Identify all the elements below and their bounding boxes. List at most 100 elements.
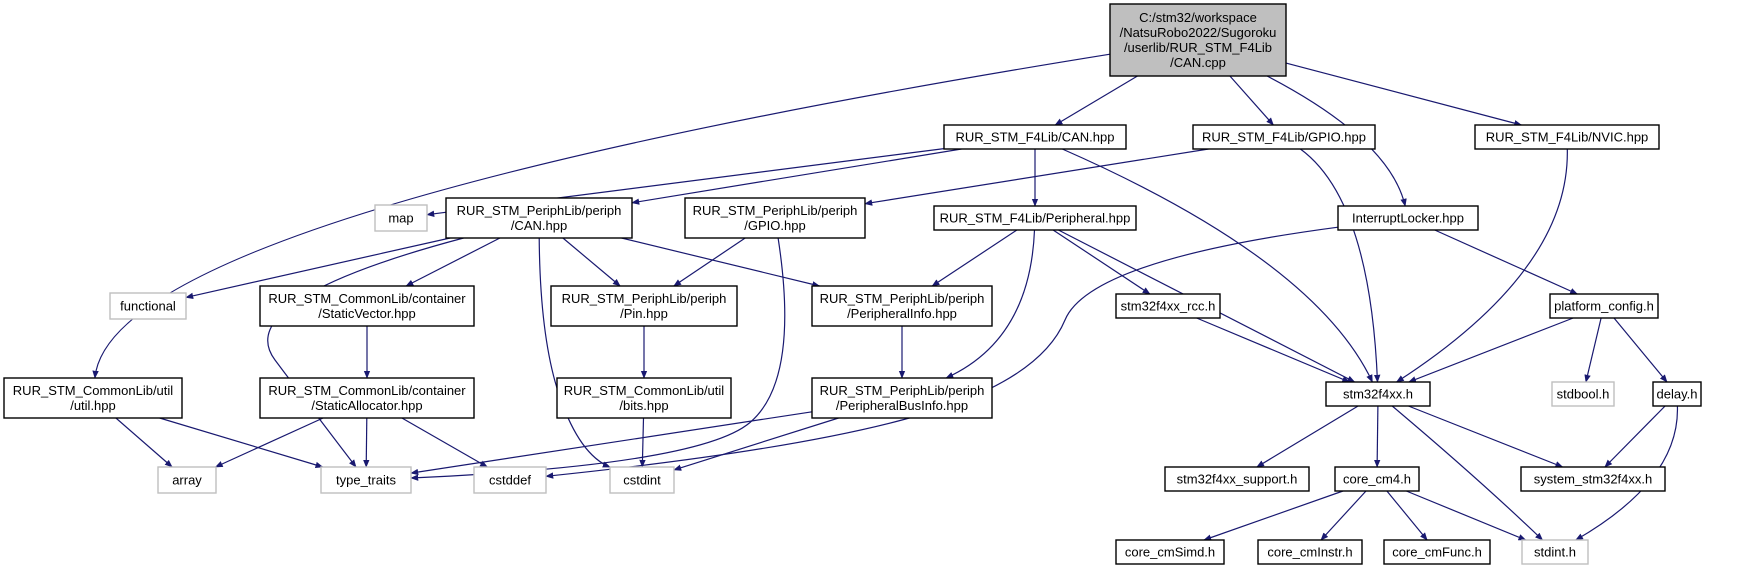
node-label: RUR_STM_F4Lib/Peripheral.hpp [940, 211, 1131, 226]
node-label: stdint.h [1534, 545, 1576, 560]
node-platform-config-h[interactable]: platform_config.h [1549, 293, 1659, 319]
edge-line [945, 229, 1036, 379]
node-system-stm32f4xx-h[interactable]: system_stm32f4xx.h [1520, 466, 1666, 492]
edge-stm32f4xx_h-to-system_stm32f4xx_h [1408, 405, 1564, 468]
node-pin-hpp[interactable]: RUR_STM_PeriphLib/periph/Pin.hpp [550, 285, 738, 327]
edge-line [1391, 405, 1544, 541]
node-stm32f4xx-rcc-h[interactable]: stm32f4xx_rcc.h [1115, 293, 1221, 319]
edge-staticallocator_hpp-to-type_traits [363, 417, 370, 468]
node-cstddef: cstddef [473, 466, 547, 494]
edge-f4_nvic_hpp-to-stm32f4xx_h [1395, 148, 1568, 383]
node-array: array [157, 466, 217, 494]
node-f4-can-hpp[interactable]: RUR_STM_F4Lib/CAN.hpp [943, 124, 1127, 150]
node-box [1334, 466, 1420, 492]
node-map: map [374, 204, 428, 232]
node-box [1192, 124, 1376, 150]
node-box [811, 377, 993, 419]
node-delay-h[interactable]: delay.h [1652, 381, 1702, 407]
node-label: RUR_STM_CommonLib/util [13, 383, 173, 398]
node-label: /StaticVector.hpp [318, 306, 416, 321]
edge-line [405, 237, 501, 287]
edge-line [1062, 148, 1373, 383]
node-can-cpp[interactable]: C:/stm32/workspace/NatsuRobo2022/Sugorok… [1109, 3, 1287, 77]
node-box [684, 197, 866, 239]
node-core-cmsimd-h[interactable]: core_cmSimd.h [1115, 539, 1225, 565]
node-label: /Pin.hpp [620, 306, 668, 321]
edge-line [185, 237, 451, 299]
node-box [1474, 124, 1660, 150]
node-interruptlocker-hpp[interactable]: InterruptLocker.hpp [1337, 205, 1479, 231]
node-label: RUR_STM_PeriphLib/periph [820, 291, 985, 306]
edge-line [92, 53, 1111, 379]
edge-line [562, 237, 621, 287]
edge-line [1604, 405, 1666, 468]
edge-line [545, 226, 1339, 479]
edge-line [673, 237, 746, 287]
node-label: RUR_STM_CommonLib/container [268, 291, 466, 306]
node-periph-gpio-hpp[interactable]: RUR_STM_PeriphLib/periph/GPIO.hpp [684, 197, 866, 239]
edge-line [159, 417, 324, 468]
node-box [3, 377, 183, 419]
edge-can_cpp-to-f4_gpio_hpp [1229, 75, 1274, 126]
edge-periph_gpio_hpp-to-pin_hpp [673, 237, 746, 287]
edge-peripheralbusinfo_hpp-to-cstdint [673, 417, 839, 471]
node-util-hpp[interactable]: RUR_STM_CommonLib/util/util.hpp [3, 377, 183, 419]
edge-line [1386, 490, 1428, 541]
edge-line [1203, 490, 1344, 541]
node-stm32f4xx-h[interactable]: stm32f4xx.h [1325, 381, 1431, 407]
edge-f4_peripheral_hpp-to-stm32f4xx_rcc_h [1052, 229, 1151, 295]
node-core-cminstr-h[interactable]: core_cmInstr.h [1257, 539, 1363, 565]
edge-periph_can_hpp-to-type_traits [267, 237, 464, 468]
node-f4-peripheral-hpp[interactable]: RUR_STM_F4Lib/Peripheral.hpp [933, 205, 1137, 231]
node-f4-gpio-hpp[interactable]: RUR_STM_F4Lib/GPIO.hpp [1192, 124, 1376, 150]
node-label: /PeripheralInfo.hpp [847, 306, 957, 321]
node-box [1257, 539, 1363, 565]
node-f4-nvic-hpp[interactable]: RUR_STM_F4Lib/NVIC.hpp [1474, 124, 1660, 150]
node-box [473, 466, 547, 494]
node-box [1164, 466, 1310, 492]
edge-line [864, 148, 1209, 206]
edge-line [214, 417, 324, 468]
node-box [1520, 466, 1666, 492]
node-box [609, 466, 675, 494]
edge-stm32f4xx_h-to-stdint_h [1391, 405, 1544, 541]
node-stm32f4xx-support-h[interactable]: stm32f4xx_support.h [1164, 466, 1310, 492]
node-core-cmfunc-h[interactable]: core_cmFunc.h [1383, 539, 1491, 565]
node-peripheralbusinfo-hpp[interactable]: RUR_STM_PeriphLib/periph/PeripheralBusIn… [811, 377, 993, 419]
edge-line [410, 237, 786, 481]
node-label: core_cmSimd.h [1125, 545, 1215, 560]
node-label: core_cmFunc.h [1392, 545, 1482, 560]
node-peripheralinfo-hpp[interactable]: RUR_STM_PeriphLib/periph/PeripheralInfo.… [811, 285, 993, 327]
node-staticallocator-hpp[interactable]: RUR_STM_CommonLib/container/StaticAlloca… [259, 377, 475, 419]
edge-line [1300, 148, 1381, 383]
edge-line [1584, 317, 1602, 383]
edge-core_cm4_h-to-stdint_h [1406, 490, 1527, 541]
node-bits-hpp[interactable]: RUR_STM_CommonLib/util/bits.hpp [556, 377, 732, 419]
node-box [1383, 539, 1491, 565]
node-box [550, 285, 738, 327]
edge-peripheralbusinfo_hpp-to-type_traits [410, 411, 813, 476]
node-core-cm4-h[interactable]: core_cm4.h [1334, 466, 1420, 492]
edge-line [673, 417, 839, 471]
edge-line [931, 229, 1018, 287]
node-box [1337, 205, 1479, 231]
node-label: RUR_STM_F4Lib/NVIC.hpp [1486, 130, 1649, 145]
edge-f4_gpio_hpp-to-stm32f4xx_h [1300, 148, 1381, 383]
node-box [933, 205, 1137, 231]
edge-stm32f4xx_h-to-stm32f4xx_support_h [1256, 405, 1359, 468]
edge-core_cm4_h-to-core_cmsimd_h [1203, 490, 1344, 541]
edge-line [1196, 317, 1351, 383]
node-label: C:/stm32/workspace [1139, 10, 1257, 25]
node-box [1551, 381, 1615, 407]
node-periph-can-hpp[interactable]: RUR_STM_PeriphLib/periph/CAN.hpp [445, 197, 633, 239]
node-label: RUR_STM_CommonLib/container [268, 383, 466, 398]
edge-delay_h-to-system_stm32f4xx_h [1604, 405, 1666, 468]
node-label: type_traits [336, 473, 396, 488]
edge-f4_can_hpp-to-periph_can_hpp [631, 148, 962, 205]
node-staticvector-hpp[interactable]: RUR_STM_CommonLib/container/StaticVector… [259, 285, 475, 327]
node-label: /util.hpp [70, 398, 116, 413]
edge-periph_can_hpp-to-staticvector_hpp [405, 237, 501, 287]
node-box [1325, 381, 1431, 407]
edge-core_cm4_h-to-core_cmfunc_h [1386, 490, 1428, 541]
edge-interruptlocker_hpp-to-cstddef [545, 226, 1339, 479]
